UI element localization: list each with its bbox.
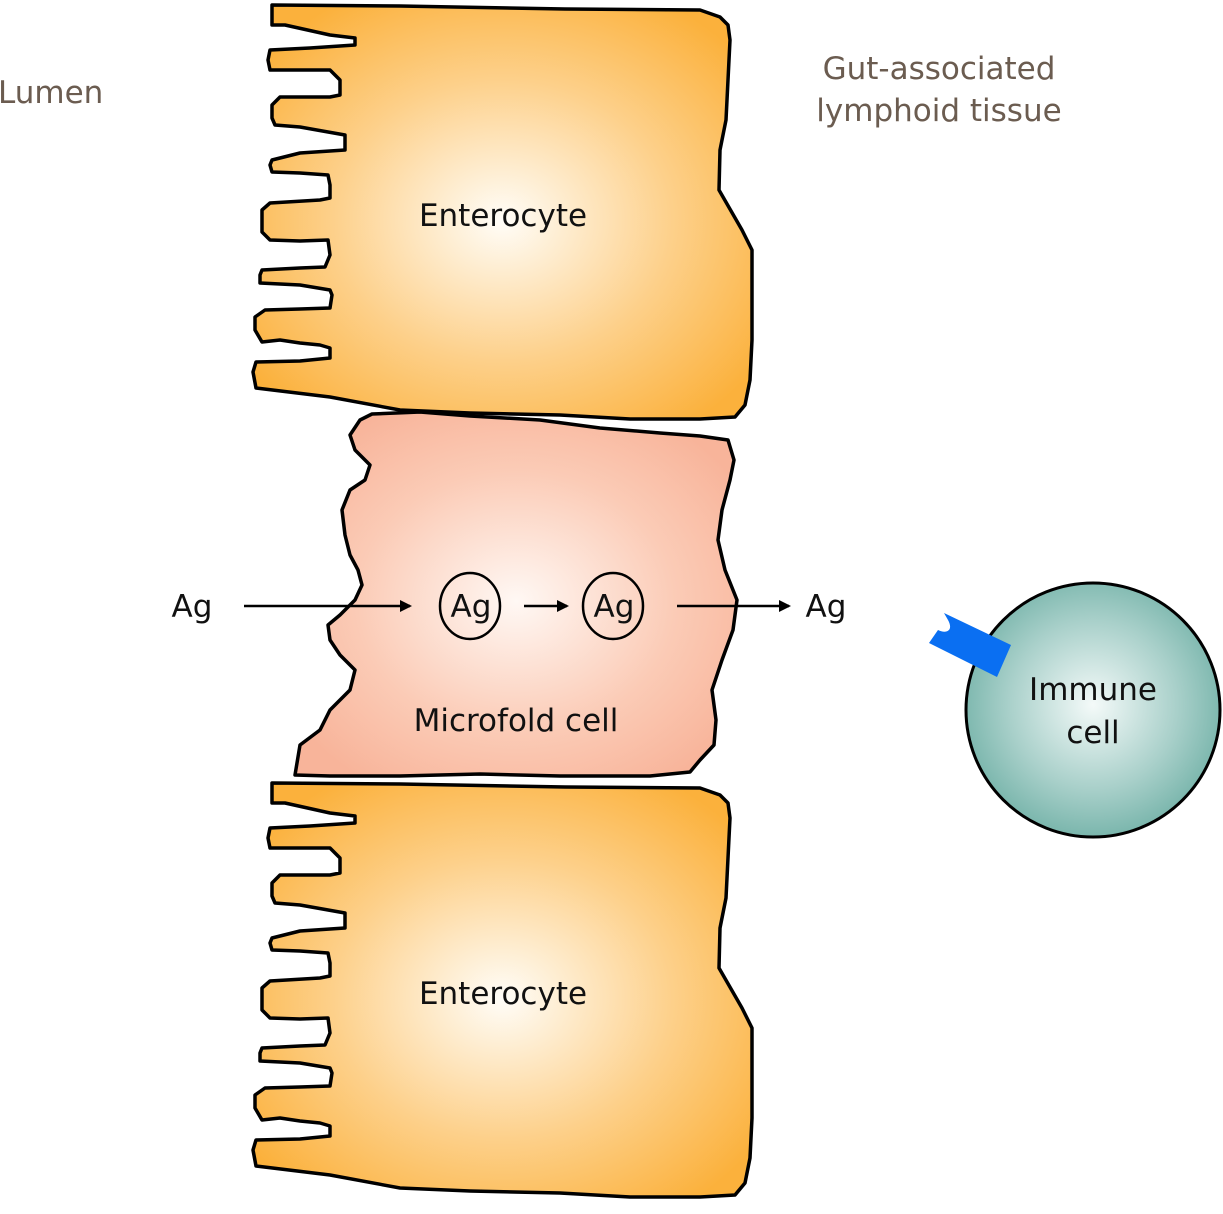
- antigen-inside-2: Ag: [594, 589, 635, 625]
- microfold-cell-label: Microfold cell: [414, 703, 619, 739]
- enterocyte-bottom: Enterocyte: [251, 781, 754, 1199]
- immune-cell: Immune cell: [929, 581, 1222, 839]
- antigen-tissue-label: Ag: [806, 589, 847, 625]
- immune-cell-label-line2: cell: [1066, 715, 1119, 751]
- immune-cell-body: [964, 581, 1222, 839]
- lumen-label: Lumen: [0, 75, 103, 111]
- microfold-cell-body: [293, 410, 739, 778]
- enterocyte-top-label: Enterocyte: [419, 198, 587, 234]
- antigen-lumen-label: Ag: [172, 589, 213, 625]
- antigen-inside-1: Ag: [451, 589, 492, 625]
- receptor-icon: [929, 613, 1011, 677]
- antigen-vesicle-2: [581, 571, 645, 641]
- enterocyte-bottom-label: Enterocyte: [419, 976, 587, 1012]
- enterocyte-top: Enterocyte: [251, 3, 754, 421]
- galt-label-line1: Gut-associated: [823, 51, 1056, 87]
- immune-cell-label-line1: Immune: [1029, 672, 1157, 708]
- microfold-cell: Microfold cell: [293, 410, 739, 778]
- antigen-transport: Ag Ag Ag Ag: [172, 571, 847, 641]
- galt-label-line2: lymphoid tissue: [816, 93, 1061, 129]
- antigen-vesicle-1: [438, 571, 502, 641]
